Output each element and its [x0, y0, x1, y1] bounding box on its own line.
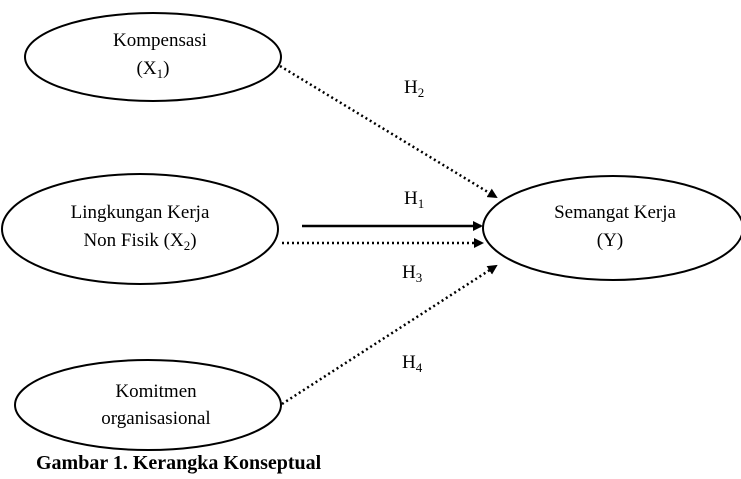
node-semangat-ellipse — [482, 175, 741, 281]
node-lingkungan-label: Lingkungan Kerja — [71, 202, 210, 223]
hypothesis-h2-label: H2 — [404, 77, 424, 100]
node-lingkungan-var: Non Fisik (X2) — [83, 230, 196, 253]
node-lingkungan-ellipse — [1, 173, 279, 285]
hypothesis-h4-label: H4 — [402, 352, 423, 375]
arrow-h2-dotted — [279, 64, 498, 199]
node-kompensasi-label: Kompensasi — [113, 30, 207, 51]
node-semangat-label: Semangat Kerja — [554, 202, 676, 223]
figure-caption: Gambar 1. Kerangka Konseptual — [36, 452, 322, 474]
node-semangat-label-2: (Y) — [597, 230, 623, 251]
node-kompensasi-ellipse — [24, 12, 282, 102]
arrow-h4-dotted — [281, 264, 498, 406]
hypothesis-h1-label: H1 — [404, 188, 424, 211]
node-kompensasi-var: (X1) — [137, 58, 170, 81]
node-komitmen-label: Komitmen — [115, 381, 197, 402]
node-komitmen-ellipse — [14, 359, 282, 451]
node-komitmen-label-2: organisasional — [101, 408, 210, 429]
hypothesis-h3-label: H3 — [402, 262, 422, 285]
